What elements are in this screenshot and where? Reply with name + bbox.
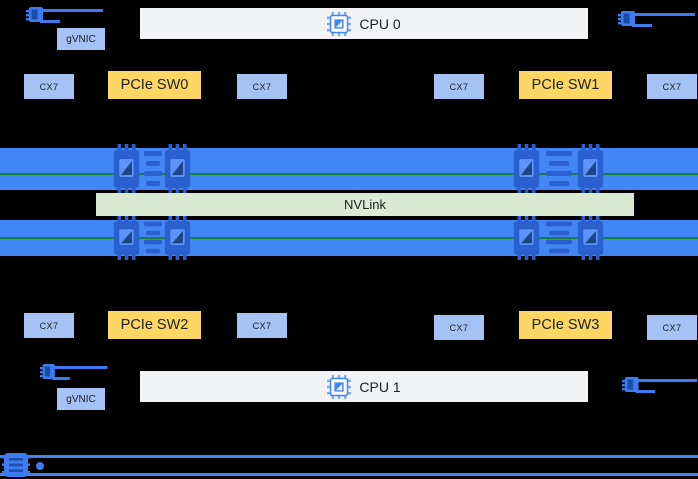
network-rail <box>0 473 698 476</box>
gvnic-label: gVNIC <box>66 393 96 405</box>
gpu-link-stack-icon <box>546 149 572 189</box>
nic-node: CX7 <box>237 74 287 99</box>
network-rail <box>0 455 698 458</box>
pcie-sw1-label: PCIe SW1 <box>531 77 600 93</box>
gpu-chip-icon <box>577 144 604 194</box>
nic-port-icon <box>618 8 698 32</box>
network-switch-icon <box>2 452 30 478</box>
gpu-link-stack-icon <box>144 220 162 256</box>
nic-label: CX7 <box>662 81 682 92</box>
gpu-band-upper <box>0 148 698 190</box>
gvnic-node: gVNIC <box>57 28 105 50</box>
pcie-sw2-node: PCIe SW2 <box>108 311 201 339</box>
nic-node: CX7 <box>434 315 484 340</box>
nic-port-icon <box>40 361 110 385</box>
nvlink-trace <box>0 237 698 239</box>
nic-label: CX7 <box>39 81 59 92</box>
nic-label: CX7 <box>662 322 682 333</box>
cpu-chip-icon <box>327 375 351 399</box>
gpu-link-stack-icon <box>546 220 572 256</box>
cpu1-label: CPU 1 <box>359 378 401 395</box>
pcie-sw1-node: PCIe SW1 <box>519 71 612 99</box>
pcie-sw2-label: PCIe SW2 <box>120 317 189 333</box>
gpu-chip-icon <box>513 144 540 194</box>
gpu-link-stack-icon <box>144 149 162 189</box>
nvlink-label: NVLink <box>344 197 386 212</box>
cpu0-node: CPU 0 <box>140 8 588 39</box>
nvlink-trace <box>0 173 698 175</box>
nic-port-icon <box>622 374 698 398</box>
pcie-sw3-label: PCIe SW3 <box>531 317 600 333</box>
nic-node: CX7 <box>647 74 697 99</box>
nvlink-node: NVLink <box>96 193 634 216</box>
gpu-chip-icon <box>513 216 540 260</box>
gpu-chip-icon <box>164 216 191 260</box>
gpu-chip-icon <box>113 216 140 260</box>
nic-label: CX7 <box>449 322 469 333</box>
gvnic-node: gVNIC <box>57 388 105 410</box>
nic-label: CX7 <box>449 81 469 92</box>
gpu-band-lower <box>0 220 698 256</box>
gvnic-label: gVNIC <box>66 33 96 45</box>
cpu0-label: CPU 0 <box>359 15 401 32</box>
nic-label: CX7 <box>252 81 272 92</box>
nic-node: CX7 <box>24 313 74 338</box>
nic-node: CX7 <box>24 74 74 99</box>
nic-node: CX7 <box>237 313 287 338</box>
cpu-chip-icon <box>327 12 351 36</box>
network-node-dot <box>36 462 44 470</box>
nic-label: CX7 <box>252 320 272 331</box>
pcie-sw3-node: PCIe SW3 <box>519 311 612 339</box>
gpu-chip-icon <box>164 144 191 194</box>
pcie-sw0-label: PCIe SW0 <box>120 77 189 93</box>
cpu1-node: CPU 1 <box>140 371 588 402</box>
nic-port-icon <box>26 4 106 28</box>
nic-node: CX7 <box>647 315 697 340</box>
gpu-chip-icon <box>113 144 140 194</box>
nic-label: CX7 <box>39 320 59 331</box>
gpu-chip-icon <box>577 216 604 260</box>
pcie-sw0-node: PCIe SW0 <box>108 71 201 99</box>
nic-node: CX7 <box>434 74 484 99</box>
